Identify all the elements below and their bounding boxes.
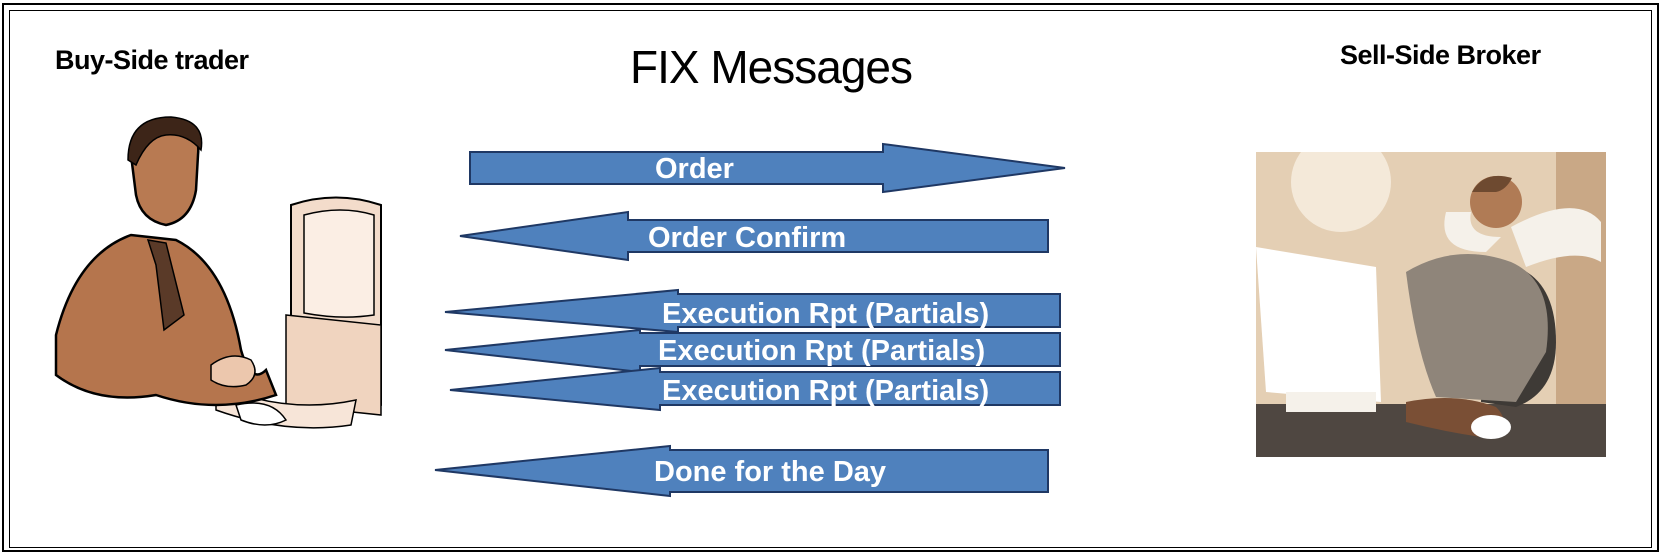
sell-side-broker-illustration [1256,152,1606,457]
message-arrow-label-2: Order Confirm [648,222,846,254]
message-arrow-3 [444,288,1061,334]
inner-border [9,10,1652,548]
diagram-title: FIX Messages [630,41,913,93]
buy-side-trader-illustration [54,116,382,429]
message-arrow-6 [434,444,1049,498]
message-arrow-5 [449,366,1061,412]
message-arrow-2 [459,210,1049,262]
message-arrow-label-6: Done for the Day [654,456,886,488]
message-arrow-label-5: Execution Rpt (Partials) [662,375,989,407]
message-arrow-label-1: Order [655,153,734,185]
message-arrow-label-4: Execution Rpt (Partials) [658,335,985,367]
message-arrow-label-3: Execution Rpt (Partials) [662,298,989,330]
buy-side-label: Buy-Side trader [55,45,249,75]
message-arrow-1 [469,142,1066,194]
outer-border [2,3,1659,552]
sell-side-label: Sell-Side Broker [1340,40,1541,70]
